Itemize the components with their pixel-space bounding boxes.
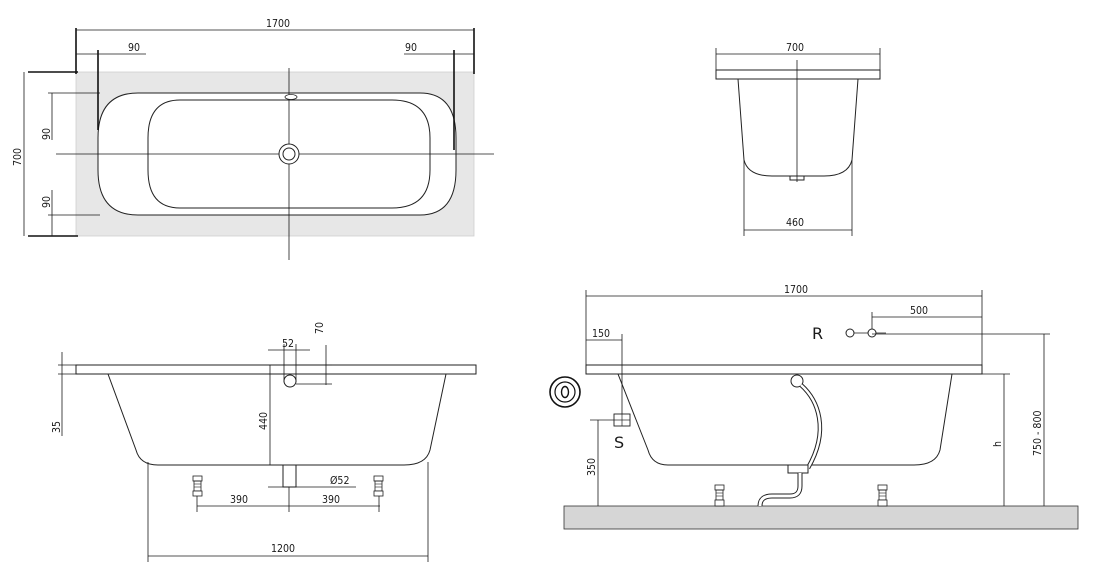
dim-750-800: 750 - 800 [1032,411,1044,456]
overflow-install-icon [790,374,804,388]
siphon-trap-inner [758,473,802,507]
dim-440: 440 [258,412,270,430]
siphon-trap [757,473,803,507]
dim-52: 52 [282,338,294,350]
dim-350: 350 [586,458,598,476]
end-view-body [737,78,859,177]
label-r: R [812,324,823,343]
overflow-hose-inner [800,384,822,469]
overflow-front-icon [283,374,297,388]
r-fixture-right-icon [867,328,877,338]
front-view-rim [75,364,477,375]
dim-90-top: 90 [41,128,53,140]
dim-35: 35 [51,421,63,433]
drain-icon [278,143,300,165]
front-view-body [107,373,447,466]
dim-390-left: 390 [230,494,248,506]
install-view-body [617,373,953,466]
front-view: 52 70 440 35 Ø52 [51,322,477,562]
install-view: 1700 500 R 150 S 350 [549,284,1079,530]
dim-70: 70 [314,322,326,334]
label-s: S [614,433,624,452]
install-drain [787,464,809,474]
dim-90-left: 90 [128,42,140,54]
dim-1200: 1200 [271,543,295,555]
dim-diameter-52: Ø52 [330,475,349,487]
end-view-rim [715,69,881,80]
front-view-drain [282,464,297,488]
top-view: 1700 90 90 700 90 90 [12,18,494,260]
dim-500: 500 [910,305,928,317]
dim-390-right: 390 [322,494,340,506]
dim-700-end: 700 [786,42,804,54]
s-fixture-icon [590,413,631,427]
dim-90-right: 90 [405,42,417,54]
install-foot-left-icon [714,484,725,507]
dim-h: h [992,441,1004,447]
control-knob-slot-icon [560,385,570,399]
dim-1700-install: 1700 [784,284,808,296]
dim-700-left: 700 [12,148,24,166]
dim-460: 460 [786,217,804,229]
install-foot-right-icon [877,484,888,507]
control-knob-ring-icon [554,381,576,403]
control-knob-icon [549,376,581,408]
dim-1700-top: 1700 [266,18,290,30]
overflow-icon [284,94,298,100]
foot-right-icon [373,475,384,497]
floor [563,505,1079,530]
install-view-rim [585,364,983,375]
drain-inner-icon [282,147,296,161]
r-fixture-left-icon [845,328,855,338]
foot-left-icon [192,475,203,497]
end-view: 700 460 [715,42,881,236]
dim-150: 150 [592,328,610,340]
dim-90-bottom: 90 [41,196,53,208]
